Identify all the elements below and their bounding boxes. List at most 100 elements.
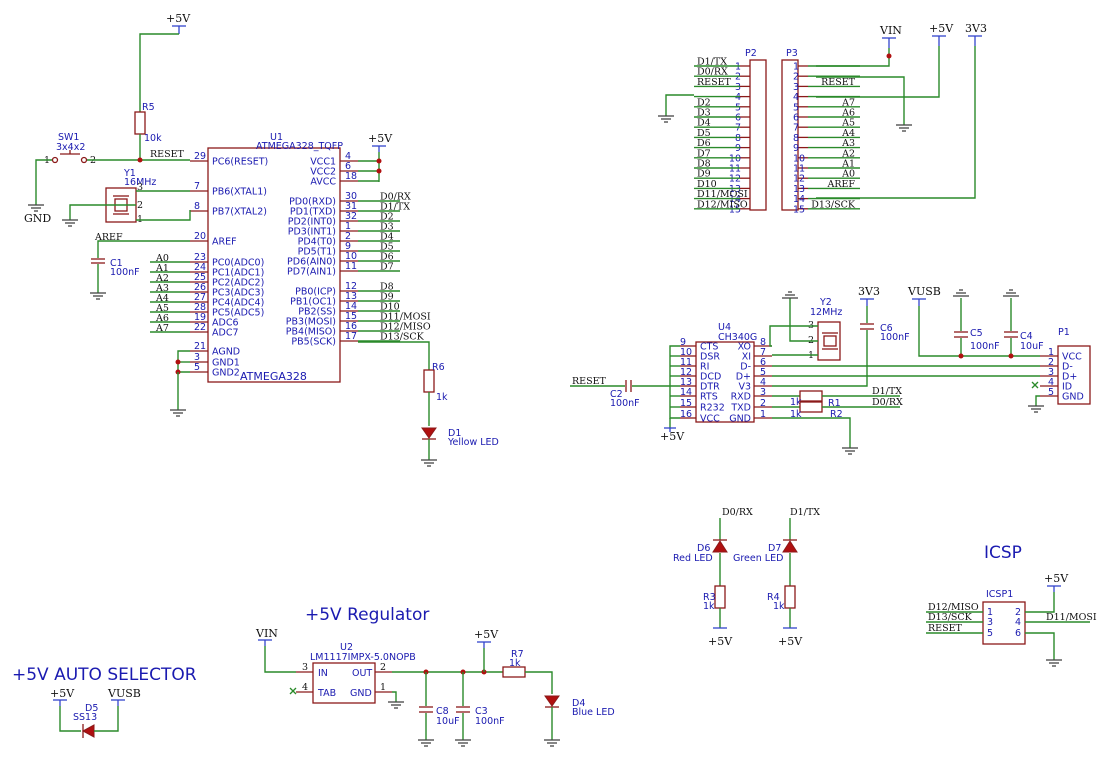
svg-text:D0/RX: D0/RX: [872, 397, 903, 408]
svg-text:VUSB: VUSB: [907, 285, 941, 298]
u1-analog-net-label: A3: [155, 283, 169, 294]
svg-text:4: 4: [1015, 617, 1021, 628]
svg-text:GND: GND: [350, 688, 372, 699]
svg-text:Y2: Y2: [819, 297, 832, 308]
u1-ground: [169, 350, 190, 417]
svg-text:3: 3: [302, 662, 308, 673]
svg-text:4: 4: [302, 682, 308, 693]
u1-pin-num: 11: [345, 261, 357, 272]
svg-text:+5V: +5V: [708, 635, 733, 648]
svg-text:P3: P3: [786, 48, 798, 59]
power-5v-r5: +5V: [139, 12, 191, 112]
svg-text:R5: R5: [142, 102, 155, 113]
r7-d4-blue-led: +5V R7 1k D4 Blue LED: [474, 628, 615, 747]
p3-net-label: A3: [841, 138, 855, 149]
p2-net-label: D7: [697, 148, 711, 159]
u1-atmega328: U1 ATMEGA328_TQFP ATMEGA328 PC6(RESET)29…: [190, 132, 431, 383]
p3-pin-num: 15: [793, 204, 805, 215]
svg-text:OUT: OUT: [352, 668, 372, 679]
u4-pin-name: D+: [736, 372, 751, 383]
p2-net-label: D8: [697, 159, 711, 170]
svg-text:D13/SCK: D13/SCK: [928, 612, 973, 623]
u4-pin-num: 7: [760, 347, 766, 358]
u4-pin-num: 10: [680, 347, 692, 358]
p2-net-label: D5: [697, 128, 711, 139]
u1-pin-num: 31: [345, 201, 357, 212]
u1-pin-num: 18: [345, 171, 357, 182]
title-auto-selector: +5V AUTO SELECTOR: [12, 665, 197, 685]
u4-pin-name: RXD: [731, 392, 751, 403]
u1-pin-num: 24: [194, 262, 206, 273]
svg-text:10uF: 10uF: [436, 716, 460, 727]
svg-text:3x4x2: 3x4x2: [56, 142, 85, 153]
p3-net-label: A4: [841, 128, 855, 139]
u1-net-label: D6: [380, 252, 394, 263]
p3-net-label: D13/SCK: [811, 199, 856, 210]
svg-text:10uF: 10uF: [1020, 341, 1044, 352]
p3-pin-num: 6: [793, 113, 799, 124]
u4-pin-name: XI: [742, 352, 751, 363]
svg-text:ATMEGA328_TQFP: ATMEGA328_TQFP: [256, 141, 343, 152]
svg-text:C1: C1: [110, 258, 123, 269]
u1-pin-name: AREF: [212, 237, 237, 248]
svg-text:D11/MOSI: D11/MOSI: [1046, 612, 1097, 623]
u1-left-pins: PC6(RESET)29PB6(XTAL1)7PB7(XTAL2)8AREF20…: [190, 151, 268, 379]
u1-pin-name: PC3(ADC3): [212, 288, 264, 299]
svg-text:2: 2: [380, 662, 386, 673]
svg-text:Green LED: Green LED: [733, 553, 783, 564]
u1-net-label: D11/MOSI: [380, 312, 431, 323]
u1-pin-name: PC0(ADC0): [212, 258, 264, 269]
u1-pin-num: 22: [194, 322, 206, 333]
p2-net-label: D6: [697, 138, 711, 149]
u1-analog-net-label: A5: [155, 303, 169, 314]
p3-pin-num: 9: [793, 143, 799, 154]
title-regulator: +5V Regulator: [305, 605, 429, 625]
svg-text:RESET: RESET: [572, 376, 607, 387]
p2-pin-num: 11: [729, 164, 741, 175]
u4-pin-num: 6: [760, 357, 766, 368]
u1-pin-num: 14: [345, 301, 357, 312]
svg-text:D7: D7: [768, 543, 781, 554]
p2-net-label: D1/TX: [697, 57, 727, 68]
p2-pin-num: 2: [735, 72, 741, 83]
u1-pin-name: PB7(XTAL2): [212, 207, 267, 218]
svg-text:1k: 1k: [773, 601, 785, 612]
p3-pin-num: 14: [793, 194, 805, 205]
u1-pin-num: 1: [345, 221, 351, 232]
svg-text:+5V: +5V: [166, 12, 191, 25]
u4-pin-name: TXD: [730, 403, 751, 414]
svg-text:R3: R3: [703, 592, 716, 603]
u1-net-label: D10: [380, 302, 400, 313]
u1-net-label: D1/TX: [380, 202, 410, 213]
u1-pin-name: PC5(ADC5): [212, 308, 264, 319]
svg-text:100nF: 100nF: [110, 267, 140, 278]
u1-pin-num: 25: [194, 272, 206, 283]
svg-text:R1: R1: [828, 398, 841, 409]
u1-pin-name: PB0(ICP): [295, 287, 336, 298]
p2-pin-num: 7: [735, 123, 741, 134]
svg-text:SS13: SS13: [73, 712, 97, 723]
u1-pin-num: 6: [345, 161, 351, 172]
p2-pin-num: 13: [729, 184, 741, 195]
svg-text:Y1: Y1: [123, 168, 136, 179]
svg-text:1k: 1k: [436, 392, 448, 403]
u1-pin-num: 13: [345, 291, 357, 302]
p3-pin-num: 11: [793, 164, 805, 175]
svg-text:Red LED: Red LED: [673, 553, 713, 564]
svg-text:+5V: +5V: [50, 687, 75, 700]
u1-net-label: D12/MISO: [380, 322, 431, 333]
p3-pin-num: 8: [793, 133, 799, 144]
sw1-reset-button: SW1 3x4x2 1 2 GND RESET: [24, 132, 190, 225]
svg-text:U2: U2: [340, 642, 353, 653]
u1-net-label: D0/RX: [380, 192, 411, 203]
u1-pin-num: 30: [345, 191, 357, 202]
p3-net-label: RESET: [821, 77, 856, 88]
p2-net-label: D0/RX: [697, 67, 728, 78]
svg-text:D4: D4: [572, 698, 585, 709]
p2-pin-num: 3: [735, 82, 741, 93]
svg-text:LM1117IMPX-5.0NOPB: LM1117IMPX-5.0NOPB: [310, 652, 416, 663]
svg-text:C4: C4: [1020, 331, 1033, 342]
p1-pin-name: D-: [1062, 362, 1073, 373]
